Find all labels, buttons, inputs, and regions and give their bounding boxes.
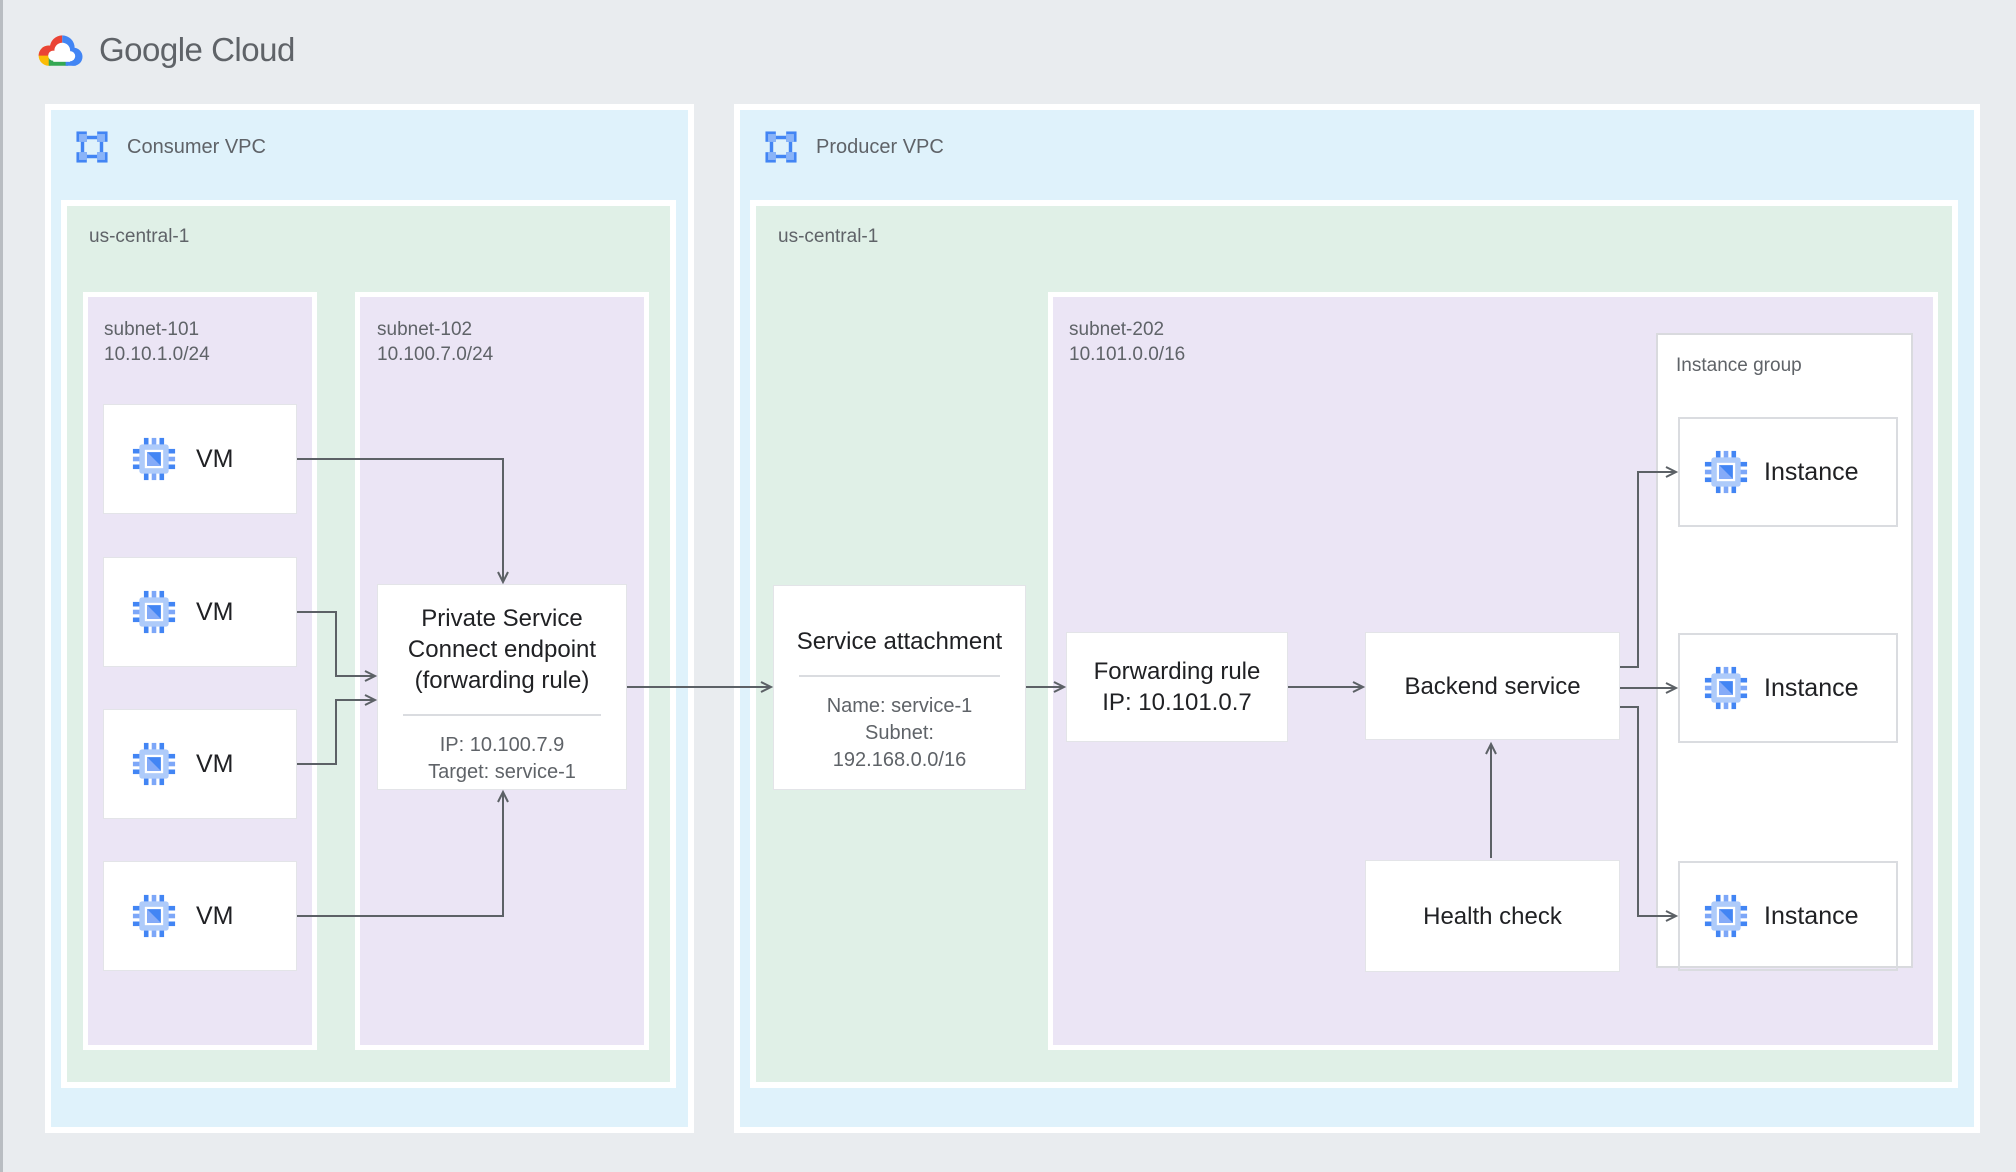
service-attachment-card: Service attachment Name: service-1 Subne… [773,585,1026,790]
card-detail: Target: service-1 [428,761,576,783]
card-divider [799,675,1000,677]
subnet-102-label: subnet-102 10.100.7.0/24 [377,317,493,367]
region-label: us-central-1 [89,226,190,247]
instance-card: Instance [1678,861,1898,971]
card-detail: Name: service-1 [826,695,973,717]
card-title-line: IP: 10.101.0.7 [1102,689,1252,716]
backend-service-card: Backend service [1365,632,1620,740]
subnet-name: subnet-102 [377,319,473,340]
google-cloud-wordmark: Google Cloud [99,31,295,68]
card-title: Service attachment [796,628,1003,655]
instance-card: Instance [1678,633,1898,743]
consumer-region-container: us-central-1 subnet-101 10.10.1.0/24 VM … [61,200,676,1088]
instance-icon [1704,666,1748,710]
vm-label: VM [196,597,234,626]
vm-card: VM [103,404,297,514]
vm-card: VM [103,709,297,819]
card-detail: Subnet: [865,722,934,744]
vpc-label: Producer VPC [816,135,944,158]
instance-icon [1704,450,1748,494]
vm-card: VM [103,861,297,971]
subnet-202-container: subnet-202 10.101.0.0/16 Forwarding rule… [1048,292,1938,1050]
card-detail: IP: 10.100.7.9 [439,734,565,756]
vpc-icon [762,128,800,166]
card-title-line: Private Service [421,605,583,632]
instance-label: Instance [1764,673,1859,702]
subnet-101-container: subnet-101 10.10.1.0/24 VM VM VM V [83,292,317,1050]
card-title: Backend service [1404,672,1581,700]
vm-icon [132,894,176,938]
google-cloud-icon [33,29,87,71]
card-title-line: Connect endpoint [407,636,597,663]
instance-group-label: Instance group [1676,355,1802,376]
consumer-vpc-container: Consumer VPC us-central-1 subnet-101 10.… [45,104,694,1133]
vm-icon [132,742,176,786]
google-cloud-logo: Google Cloud [33,22,453,78]
health-check-card: Health check [1365,860,1620,972]
vm-icon [132,437,176,481]
card-title-line: Forwarding rule [1093,658,1261,685]
producer-region-container: us-central-1 Service attachment Name: se… [750,200,1958,1088]
instance-label: Instance [1764,901,1859,930]
producer-vpc-container: Producer VPC us-central-1 Service attach… [734,104,1980,1133]
instance-card: Instance [1678,417,1898,527]
instance-group-container: Instance group Instance Instance Instanc… [1656,333,1913,971]
vpc-icon [73,128,111,166]
subnet-cidr: 10.10.1.0/24 [104,344,210,365]
producer-vpc-header: Producer VPC [762,128,944,166]
card-title: Health check [1423,902,1562,930]
card-divider [402,714,602,716]
card-detail: 192.168.0.0/16 [832,749,967,771]
subnet-name: subnet-202 [1069,319,1165,340]
vpc-label: Consumer VPC [127,135,266,158]
subnet-cidr: 10.101.0.0/16 [1069,344,1186,365]
card-title-line: (forwarding rule) [414,667,590,694]
subnet-202-label: subnet-202 10.101.0.0/16 [1069,317,1185,367]
forwarding-rule-card: Forwarding rule IP: 10.101.0.7 [1066,632,1288,742]
subnet-101-label: subnet-101 10.10.1.0/24 [104,317,210,367]
subnet-cidr: 10.100.7.0/24 [377,344,494,365]
consumer-vpc-header: Consumer VPC [73,128,266,166]
instance-icon [1704,894,1748,938]
vm-icon [132,590,176,634]
region-label: us-central-1 [778,226,879,247]
vm-label: VM [196,749,234,778]
subnet-102-container: subnet-102 10.100.7.0/24 Private Service… [355,292,649,1050]
instance-label: Instance [1764,457,1859,486]
psc-endpoint-card: Private Service Connect endpoint (forwar… [377,584,627,790]
vm-label: VM [196,444,234,473]
subnet-name: subnet-101 [104,319,200,340]
vm-label: VM [196,901,234,930]
vm-card: VM [103,557,297,667]
